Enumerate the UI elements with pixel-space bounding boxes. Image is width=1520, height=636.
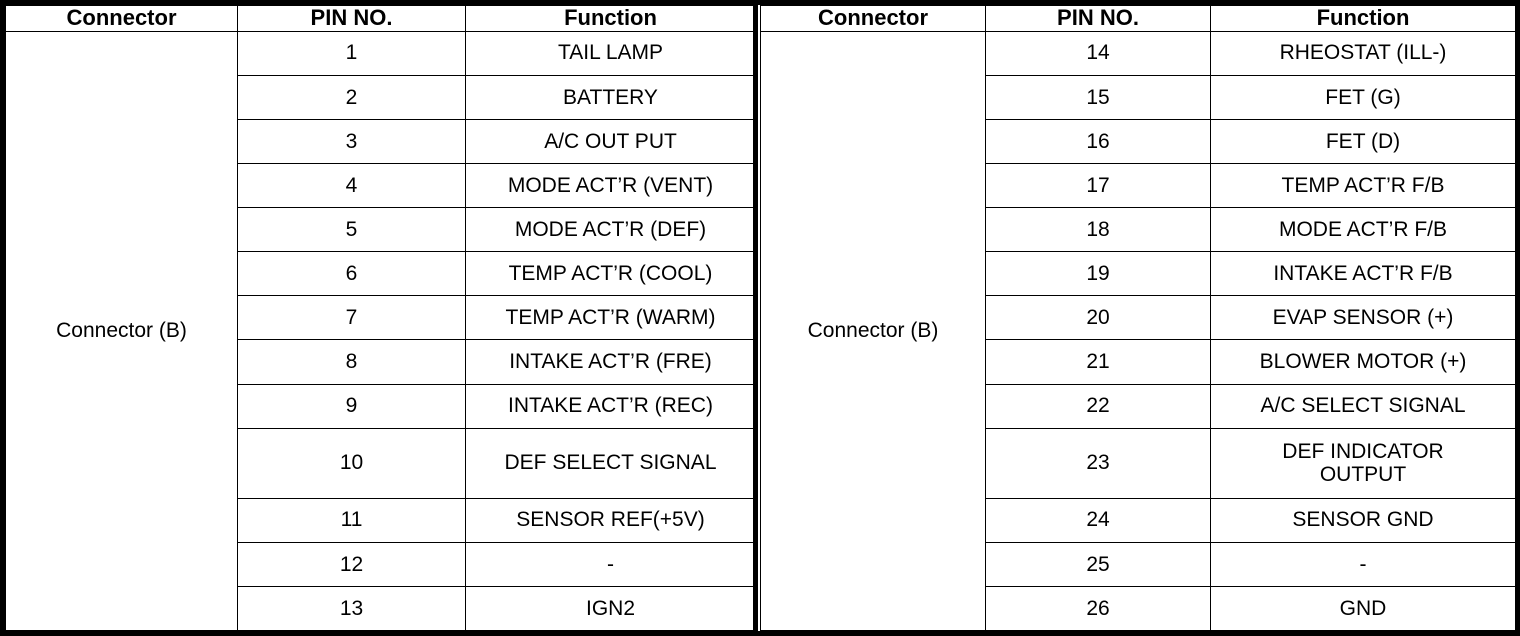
header-pin-no: PIN NO. (985, 5, 1211, 32)
pin-cell: 23 (985, 427, 1211, 499)
pin-cell: 2 (237, 74, 466, 120)
header-connector: Connector (5, 5, 238, 32)
table-row: 17 TEMP ACT’R F/B (761, 162, 1516, 209)
table-row: 15 FET (G) (761, 74, 1516, 120)
function-text-line-2: OUTPUT (1319, 463, 1407, 487)
pin-cell: 3 (237, 118, 466, 164)
function-cell: - (1210, 541, 1516, 587)
pin-cell: 17 (985, 162, 1211, 209)
function-cell: INTAKE ACT’R F/B (1210, 251, 1516, 297)
pin-cell: 10 (237, 427, 466, 499)
left-table-body: Connector (B) 1 TAIL LAMP 2 BATTERY 3 A/… (5, 30, 756, 632)
function-cell: FET (D) (1210, 118, 1516, 164)
function-cell: A/C SELECT SIGNAL (1210, 383, 1516, 429)
pin-cell: 18 (985, 207, 1211, 253)
pin-cell: 9 (237, 383, 466, 429)
pin-cell: 24 (985, 497, 1211, 543)
right-connector-table: Connector PIN NO. Function Connector (B)… (760, 5, 1516, 632)
connector-merged-cell-right: Connector (B) (760, 30, 986, 632)
table-row: 8 INTAKE ACT’R (FRE) (6, 339, 756, 385)
left-connector-table: Connector PIN NO. Function Connector (B)… (5, 5, 756, 632)
function-cell: TEMP ACT’R F/B (1210, 162, 1516, 209)
table-middle-divider (753, 0, 758, 636)
header-pin-no: PIN NO. (237, 5, 466, 32)
pin-cell: 5 (237, 207, 466, 253)
table-row: 20 EVAP SENSOR (+) (761, 295, 1516, 341)
function-cell: TEMP ACT’R (WARM) (465, 295, 756, 341)
pin-cell: 4 (237, 162, 466, 209)
function-text-line-1: DEF INDICATOR (1282, 439, 1444, 463)
pin-cell: 1 (237, 30, 466, 76)
table-row: 5 MODE ACT’R (DEF) (6, 207, 756, 253)
table-row: 6 TEMP ACT’R (COOL) (6, 251, 756, 297)
pin-cell: 6 (237, 251, 466, 297)
pin-cell: 19 (985, 251, 1211, 297)
table-row: 7 TEMP ACT’R (WARM) (6, 295, 756, 341)
table-row: 3 A/C OUT PUT (6, 118, 756, 164)
pin-cell: 26 (985, 585, 1211, 632)
header-function: Function (465, 5, 756, 32)
table-row: Connector (B) 14 RHEOSTAT (ILL-) (760, 30, 1516, 632)
pin-cell: 16 (985, 118, 1211, 164)
function-cell: EVAP SENSOR (+) (1210, 295, 1516, 341)
header-row: Connector PIN NO. Function (760, 5, 1516, 32)
function-cell: A/C OUT PUT (465, 118, 756, 164)
table-row: 13 IGN2 (6, 585, 756, 632)
pin-cell: 12 (237, 541, 466, 587)
function-cell: BATTERY (465, 74, 756, 120)
table-row: Connector (B) 1 TAIL LAMP (5, 30, 756, 632)
pin-cell: 25 (985, 541, 1211, 587)
pin-cell: 7 (237, 295, 466, 341)
table-row: 25 - (761, 541, 1516, 587)
function-cell: TAIL LAMP (465, 30, 756, 76)
header-connector: Connector (760, 5, 986, 32)
table-row: 11 SENSOR REF(+5V) (6, 497, 756, 543)
function-cell: GND (1210, 585, 1516, 632)
pin-cell: 8 (237, 339, 466, 385)
pin-cell: 14 (985, 30, 1211, 76)
function-cell: FET (G) (1210, 74, 1516, 120)
right-table-body: Connector (B) 14 RHEOSTAT (ILL-) 15 FET … (760, 30, 1516, 632)
table-row: 21 BLOWER MOTOR (+) (761, 339, 1516, 385)
table-row: 12 - (6, 541, 756, 587)
pin-cell: 13 (237, 585, 466, 632)
table-row: 9 INTAKE ACT’R (REC) (6, 383, 756, 429)
pin-cell: 21 (985, 339, 1211, 385)
function-cell: TEMP ACT’R (COOL) (465, 251, 756, 297)
table-row: 22 A/C SELECT SIGNAL (761, 383, 1516, 429)
function-cell: SENSOR GND (1210, 497, 1516, 543)
header-row: Connector PIN NO. Function (5, 5, 756, 32)
right-connector-table-wrapper: Connector PIN NO. Function Connector (B)… (760, 5, 1516, 632)
function-cell: SENSOR REF(+5V) (465, 497, 756, 543)
function-cell: BLOWER MOTOR (+) (1210, 339, 1516, 385)
function-cell: RHEOSTAT (ILL-) (1210, 30, 1516, 76)
function-cell: IGN2 (465, 585, 756, 632)
header-function: Function (1210, 5, 1516, 32)
pin-cell: 20 (985, 295, 1211, 341)
function-cell: INTAKE ACT’R (REC) (465, 383, 756, 429)
pin-cell: 22 (985, 383, 1211, 429)
pin-cell: 15 (985, 74, 1211, 120)
left-table-header: Connector PIN NO. Function (5, 5, 756, 32)
function-cell: INTAKE ACT’R (FRE) (465, 339, 756, 385)
function-cell: MODE ACT’R F/B (1210, 207, 1516, 253)
function-cell: MODE ACT’R (VENT) (465, 162, 756, 209)
right-table-header: Connector PIN NO. Function (760, 5, 1516, 32)
connector-merged-cell-left: Connector (B) (5, 30, 238, 632)
table-row: 26 GND (761, 585, 1516, 632)
pin-cell: 11 (237, 497, 466, 543)
table-row: 19 INTAKE ACT’R F/B (761, 251, 1516, 297)
table-row: 4 MODE ACT’R (VENT) (6, 162, 756, 209)
function-cell: DEF SELECT SIGNAL (465, 427, 756, 499)
table-row: 16 FET (D) (761, 118, 1516, 164)
function-cell: - (465, 541, 756, 587)
function-cell: DEF INDICATOR OUTPUT (1210, 427, 1516, 499)
table-row: 18 MODE ACT’R F/B (761, 207, 1516, 253)
left-connector-table-wrapper: Connector PIN NO. Function Connector (B)… (5, 5, 756, 632)
function-cell: MODE ACT’R (DEF) (465, 207, 756, 253)
table-row-tall: 23 DEF INDICATOR OUTPUT (761, 427, 1516, 499)
